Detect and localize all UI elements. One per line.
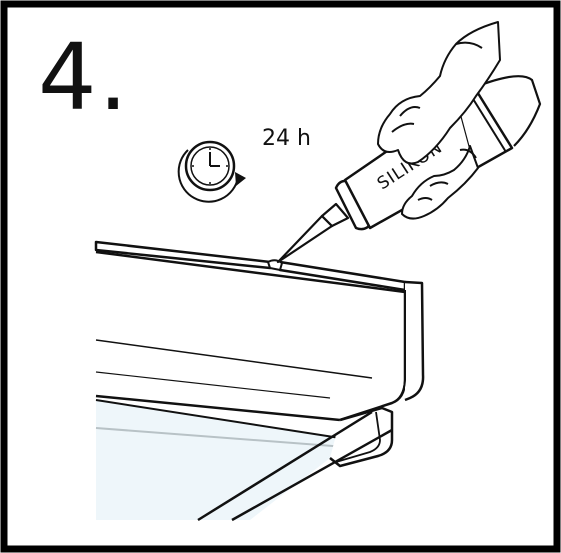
rail-face-line-lower — [95, 371, 331, 399]
rail-end-cap-inner — [391, 290, 406, 404]
rail-top-strip-right — [278, 260, 407, 292]
glass-pane — [96, 400, 340, 520]
glass-diagonal-edge-2 — [231, 428, 393, 522]
step-number: 4. — [38, 24, 130, 131]
wait-time-label: 24 h — [262, 126, 311, 151]
glass-diagonal-edge — [197, 410, 373, 522]
rail-bracket — [329, 406, 394, 468]
clock-timer-icon — [177, 140, 246, 203]
silicone-tube-icon — [276, 75, 542, 264]
glass-top-edge — [95, 399, 341, 439]
hand-bottom-icon — [401, 145, 479, 220]
rail-face-line — [95, 339, 373, 379]
rail-end-cap — [404, 280, 425, 402]
hand-top-icon — [377, 21, 501, 165]
rail-bracket-inner — [335, 411, 381, 463]
